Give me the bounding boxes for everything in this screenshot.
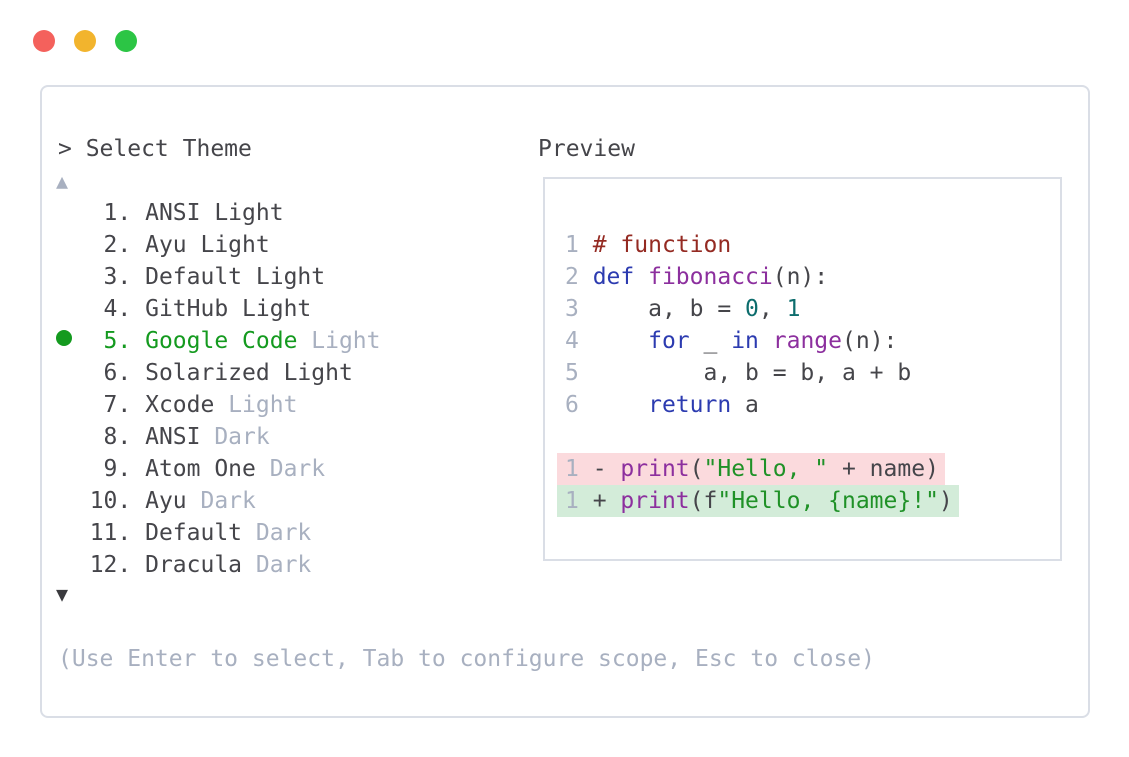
theme-option-8[interactable]: 8. ANSI Dark: [62, 424, 270, 450]
theme-picker-window: > Select Theme Preview ▲ 1. ANSI Light 2…: [40, 85, 1090, 718]
minimize-button[interactable]: [74, 30, 96, 52]
theme-option-12[interactable]: 12. Dracula Dark: [62, 552, 312, 578]
code-line: 1 # function: [565, 232, 732, 258]
theme-option-2[interactable]: 2. Ayu Light: [62, 232, 270, 258]
theme-option-11[interactable]: 11. Default Dark: [62, 520, 312, 546]
code-line: 2 def fibonacci(n):: [565, 264, 829, 290]
close-button[interactable]: [33, 30, 55, 52]
dialog-title: > Select Theme: [58, 136, 252, 162]
theme-list: 1. ANSI Light 2. Ayu Light 3. Default Li…: [62, 197, 381, 581]
theme-option-3[interactable]: 3. Default Light: [62, 264, 326, 290]
theme-option-10[interactable]: 10. Ayu Dark: [62, 488, 256, 514]
keyboard-hints: (Use Enter to select, Tab to configure s…: [58, 646, 875, 672]
code-line: [565, 421, 959, 453]
preview-label: Preview: [538, 136, 635, 162]
code-line: 5 a, b = b, a + b: [565, 360, 912, 386]
code-preview: 1 # function 2 def fibonacci(n): 3 a, b = …: [557, 229, 959, 517]
theme-option-4[interactable]: 4. GitHub Light: [62, 296, 312, 322]
theme-option-6[interactable]: 6. Solarized Light: [62, 360, 353, 386]
scroll-up-icon[interactable]: ▲: [56, 169, 69, 193]
selected-theme-bullet-icon: [56, 330, 72, 346]
code-line: 4 for _ in range(n):: [565, 328, 898, 354]
code-line: 6 return a: [565, 392, 759, 418]
code-line-diff-removed: 1 - print("Hello, " + name): [557, 453, 959, 485]
scroll-down-icon[interactable]: ▼: [56, 582, 69, 606]
theme-option-5[interactable]: 5. Google Code Light: [62, 328, 381, 354]
code-line: 3 a, b = 0, 1: [565, 296, 801, 322]
theme-option-1[interactable]: 1. ANSI Light: [62, 200, 284, 226]
maximize-button[interactable]: [115, 30, 137, 52]
theme-option-9[interactable]: 9. Atom One Dark: [62, 456, 326, 482]
code-line-diff-added: 1 + print(f"Hello, {name}!"): [557, 485, 959, 517]
theme-option-7[interactable]: 7. Xcode Light: [62, 392, 298, 418]
